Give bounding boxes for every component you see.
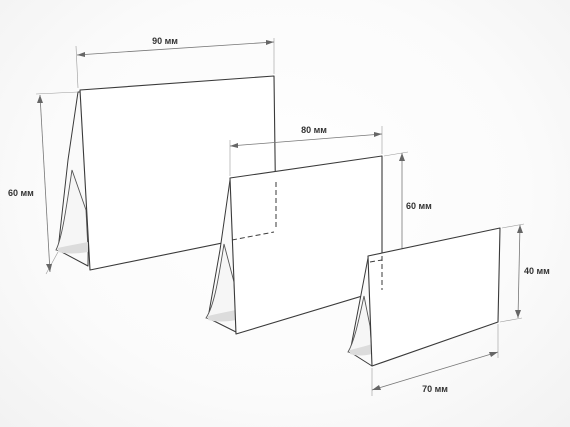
holder-small-height-arrow-bottom bbox=[515, 310, 521, 318]
holder-large-height-arrow-top bbox=[37, 95, 43, 103]
holder-large-height-ext-bottom bbox=[45, 251, 59, 275]
holder-small: 70 мм 40 мм bbox=[347, 223, 550, 396]
holder-large-width-label: 90 мм bbox=[152, 36, 178, 46]
holder-small-width-arrow-left bbox=[372, 385, 381, 390]
holder-medium-height-ext-top bbox=[383, 151, 409, 157]
holder-medium-hidden-bottom bbox=[231, 231, 275, 241]
holder-large-width-ext-left bbox=[75, 45, 79, 89]
holder-medium-height-label: 60 мм bbox=[406, 201, 432, 211]
holder-large-height-arrow-bottom bbox=[46, 264, 52, 272]
holder-large-height-line bbox=[39, 94, 51, 273]
holder-large-width-arrow-right bbox=[266, 40, 274, 45]
holder-small-height-arrow-top bbox=[517, 225, 523, 233]
holder-medium-width-label: 80 мм bbox=[301, 125, 327, 135]
holder-small-hidden-edge-2 bbox=[369, 259, 383, 263]
holder-large-height-label: 60 мм bbox=[8, 188, 34, 198]
holder-small-height-line bbox=[517, 224, 521, 319]
holder-small-front bbox=[367, 227, 501, 367]
holder-small-width-arrow-right bbox=[489, 352, 498, 357]
holder-small-width-line bbox=[371, 351, 499, 391]
holder-small-height-label: 40 мм bbox=[524, 266, 550, 276]
holder-large-width-line bbox=[76, 41, 275, 56]
holder-medium-shade bbox=[208, 310, 236, 322]
holder-medium: 80 мм 60 мм bbox=[205, 125, 432, 335]
holder-small-height-ext-bottom bbox=[499, 317, 523, 323]
holder-medium-width-arrow-right bbox=[374, 132, 382, 137]
holder-small-height-ext-top bbox=[501, 223, 525, 229]
holder-large-shade bbox=[58, 242, 88, 254]
holder-small-shade bbox=[350, 344, 372, 356]
holder-large-height-ext-top bbox=[35, 91, 79, 95]
holder-large-width-arrow-left bbox=[77, 52, 85, 57]
holder-medium-width-line bbox=[229, 133, 383, 147]
holder-medium-height-arrow-top bbox=[399, 153, 405, 161]
holder-medium-width-arrow-left bbox=[230, 143, 238, 148]
holder-small-width-label: 70 мм bbox=[422, 384, 448, 394]
